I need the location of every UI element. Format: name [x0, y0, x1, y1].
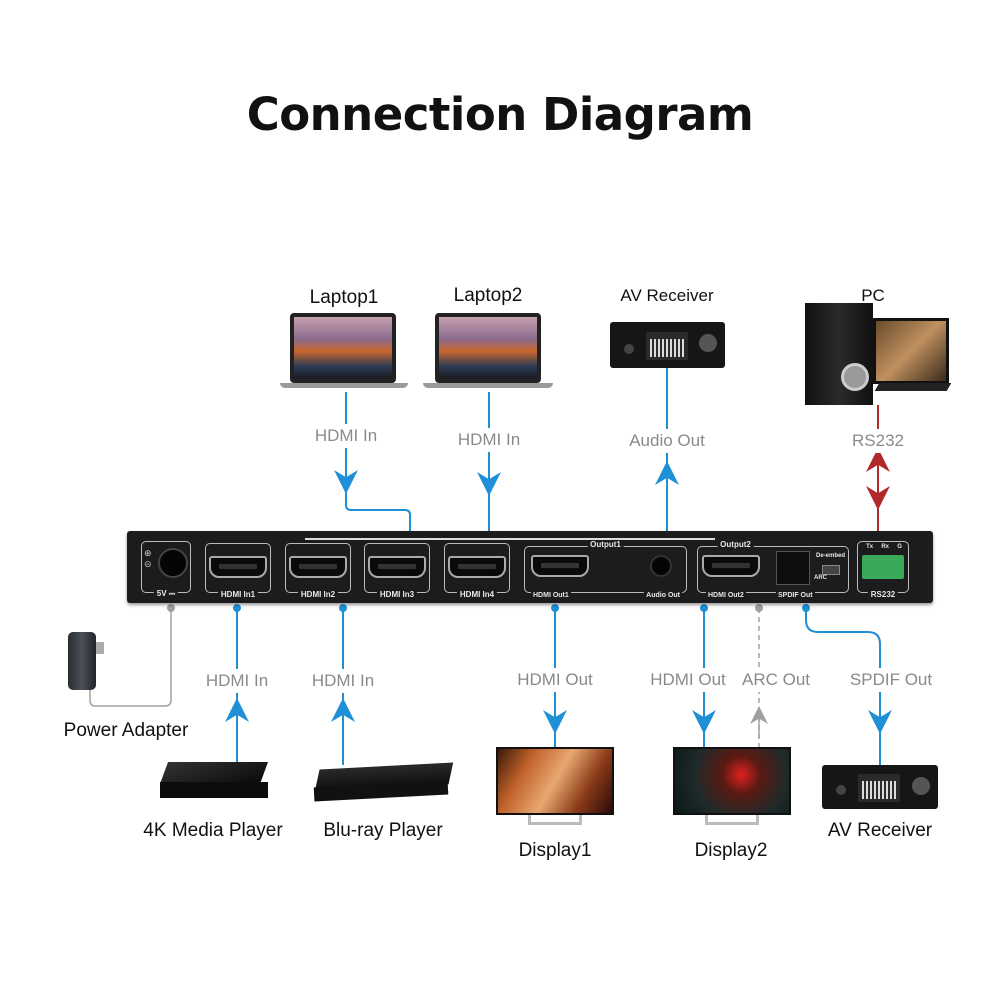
dot-in1: [233, 604, 241, 612]
port-spdif-out[interactable]: [776, 551, 810, 585]
wire-spdif: [805, 608, 881, 765]
port-caption: HDMI In4: [456, 590, 498, 599]
switch-label-bottom: ARC: [814, 575, 827, 581]
pin-tx: Tx: [866, 544, 874, 550]
terminal-block-icon: [862, 555, 904, 579]
conn-label-display1: HDMI Out: [517, 668, 593, 692]
av-receiver-bottom-label: AV Receiver: [827, 820, 933, 841]
av-receiver-top-image: [610, 322, 725, 368]
display1-label: Display1: [518, 840, 592, 861]
port-caption: Audio Out: [644, 592, 682, 599]
conn-label-spdif: SPDIF Out: [849, 668, 933, 692]
media-player-label: 4K Media Player: [143, 820, 283, 841]
de-embed-arc-switch[interactable]: [822, 565, 840, 575]
port-hdmi-in2[interactable]: HDMI In2: [285, 543, 351, 599]
power-adapter-image: [68, 630, 108, 700]
av-receiver-bottom-image: [822, 765, 938, 809]
port-audio-out[interactable]: [650, 555, 672, 577]
port-hdmi-out1[interactable]: [531, 555, 589, 577]
port-caption: HDMI In3: [376, 590, 418, 599]
conn-label-laptop2: HDMI In: [457, 428, 521, 452]
dot-out1: [551, 604, 559, 612]
group-caption: Output1: [587, 540, 624, 549]
page-title: Connection Diagram: [246, 88, 754, 141]
dc-jack-icon: [158, 548, 188, 578]
conn-label-bluray: HDMI In: [311, 669, 375, 693]
port-caption: HDMI Out1: [531, 592, 571, 599]
rs232-pin-labels: Tx Rx G: [862, 544, 906, 550]
power-caption: 5V ⎓: [153, 589, 179, 599]
dot-spdif: [802, 604, 810, 612]
display1-image: [496, 747, 614, 829]
conn-label-arc: ARC Out: [741, 668, 811, 692]
dot-in2: [339, 604, 347, 612]
pc-image: [805, 303, 952, 408]
pc-label: PC: [861, 286, 885, 305]
output2-group: Output2 De-embed ARC HDMI Out2 SPDIF Out: [697, 540, 849, 599]
power-adapter-label: Power Adapter: [63, 720, 189, 741]
port-caption: SPDIF Out: [776, 592, 815, 599]
polarity-icon: ⊕⊝: [144, 548, 152, 569]
port-hdmi-in4[interactable]: HDMI In4: [444, 543, 510, 599]
port-rs232[interactable]: Tx Rx G RS232: [857, 541, 909, 599]
dot-arc: [755, 604, 763, 612]
port-hdmi-in1[interactable]: HDMI In1: [205, 543, 271, 599]
display2-image: [673, 747, 791, 829]
group-caption: Output2: [717, 540, 754, 549]
bluray-image: [312, 762, 454, 804]
dot-power: [167, 604, 175, 612]
display2-label: Display2: [694, 840, 768, 861]
port-hdmi-out2[interactable]: [702, 555, 760, 577]
port-caption: HDMI In2: [297, 590, 339, 599]
conn-label-audio-out: Audio Out: [629, 429, 705, 453]
hdmi-port-icon: [209, 556, 267, 578]
hdmi-port-icon: [289, 556, 347, 578]
bluray-label: Blu-ray Player: [323, 820, 443, 841]
wire-laptop1: [345, 392, 411, 533]
laptop2-image: [423, 313, 553, 393]
av-receiver-top-label: AV Receiver: [620, 286, 714, 305]
port-caption: HDMI In1: [217, 590, 259, 599]
laptop1-label: Laptop1: [309, 287, 379, 308]
conn-label-laptop1: HDMI In: [314, 424, 378, 448]
conn-label-rs232: RS232: [852, 429, 904, 453]
power-port[interactable]: ⊕⊝ 5V ⎓: [141, 541, 191, 599]
pin-g: G: [897, 544, 902, 550]
switch-label-top: De-embed: [816, 553, 846, 559]
media-player-image: [159, 762, 269, 802]
input-bar: [305, 538, 715, 540]
hdmi-port-icon: [368, 556, 426, 578]
conn-label-media-player: HDMI In: [205, 669, 269, 693]
port-caption: RS232: [867, 590, 899, 599]
output1-group: Output1 HDMI Out1 Audio Out: [524, 540, 687, 599]
laptop2-label: Laptop2: [453, 285, 523, 306]
port-caption: HDMI Out2: [706, 592, 746, 599]
hdmi-port-icon: [448, 556, 506, 578]
conn-label-display2: HDMI Out: [650, 668, 726, 692]
pin-rx: Rx: [881, 544, 889, 550]
laptop1-image: [280, 313, 410, 393]
matrix-switch-unit: ⊕⊝ 5V ⎓ HDMI In1 HDMI In2 HDMI In3 HDMI …: [127, 531, 933, 603]
port-hdmi-in3[interactable]: HDMI In3: [364, 543, 430, 599]
dot-out2: [700, 604, 708, 612]
wire-power: [89, 608, 172, 707]
